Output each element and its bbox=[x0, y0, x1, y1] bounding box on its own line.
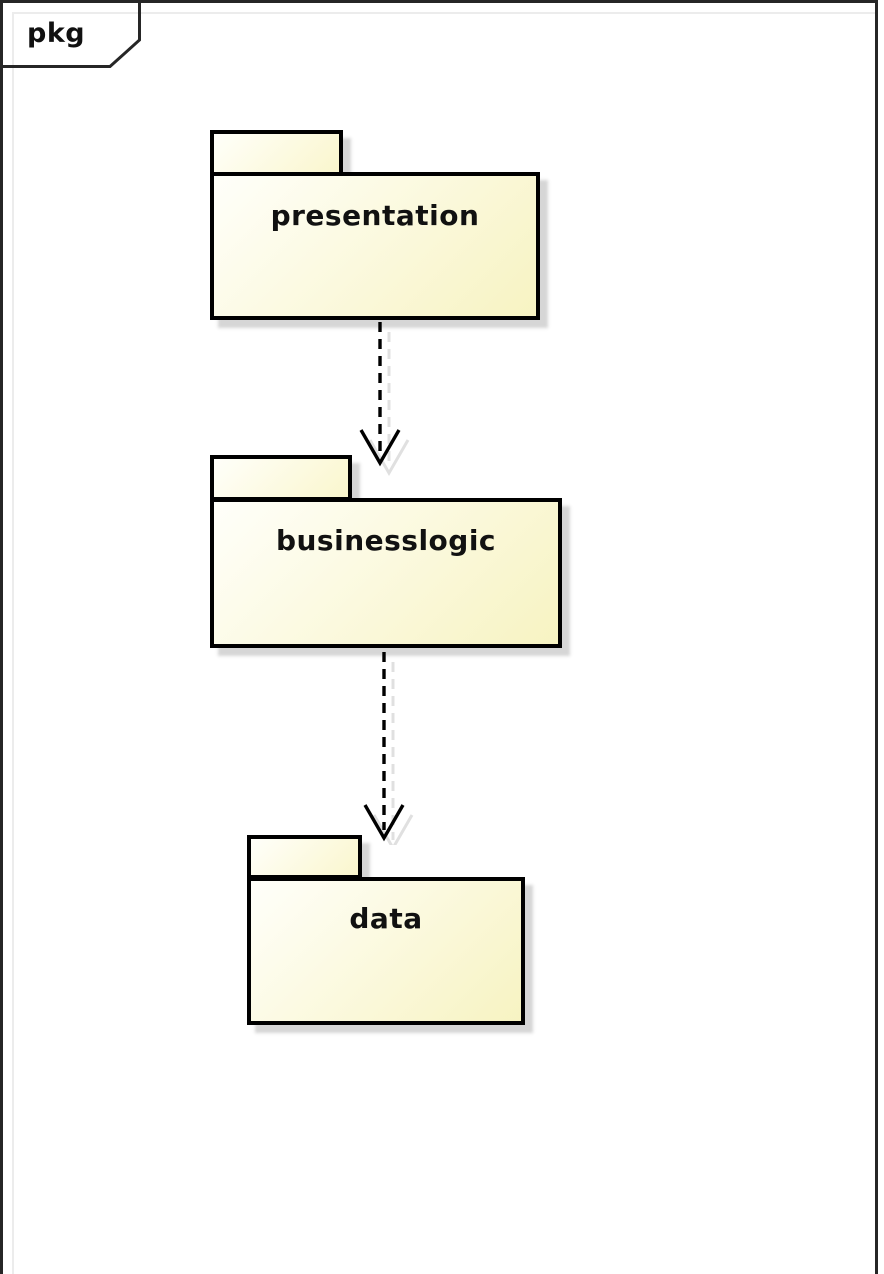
package-businesslogic-tab bbox=[210, 455, 352, 501]
package-presentation-body: presentation bbox=[210, 172, 540, 320]
package-presentation-name: presentation bbox=[270, 199, 480, 232]
dependency-arrow-businesslogic-to-data[interactable] bbox=[349, 645, 431, 845]
frame-label-tab bbox=[0, 0, 141, 68]
package-businesslogic-body: businesslogic bbox=[210, 498, 562, 648]
package-data-body: data bbox=[247, 877, 525, 1025]
dependency-arrow-presentation-to-businesslogic[interactable] bbox=[345, 315, 427, 480]
frame-label: pkg bbox=[27, 18, 86, 49]
package-data-name: data bbox=[349, 902, 423, 935]
package-presentation-tab bbox=[210, 130, 343, 176]
package-data-tab bbox=[247, 835, 362, 879]
package-businesslogic-name: businesslogic bbox=[275, 524, 497, 557]
frame-inner-guide-line bbox=[12, 12, 875, 1274]
